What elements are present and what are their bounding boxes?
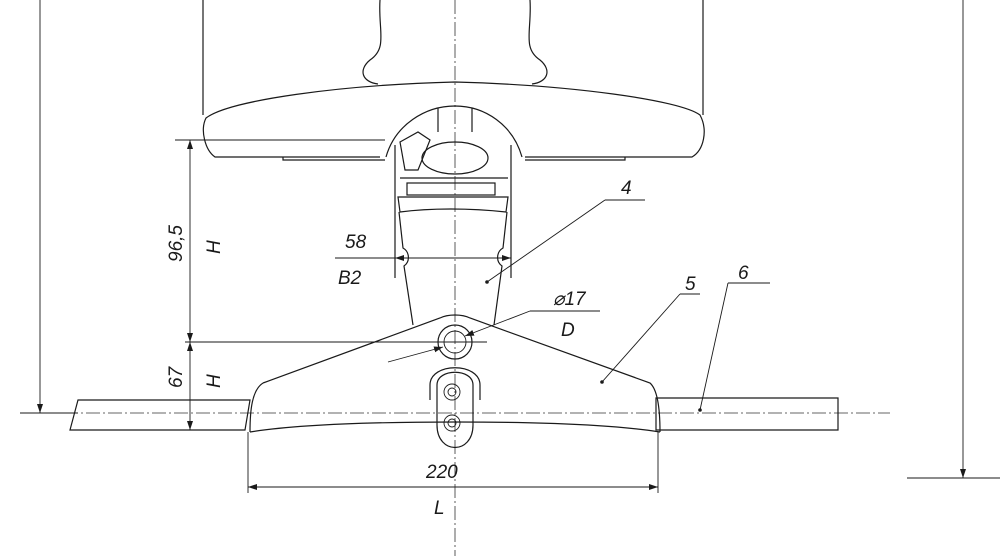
dimension-lines [20, 0, 1000, 493]
dim-base-length-symbol: L [434, 498, 445, 519]
dim-base-length-value: 220 [425, 462, 458, 483]
callout-4: 4 [621, 178, 632, 199]
callout-6: 6 [738, 263, 749, 284]
dim-hole-value: ⌀17 [553, 289, 587, 310]
dim-upper-height-symbol: H [204, 240, 225, 254]
dim-lower-height-value: 67 [166, 365, 187, 388]
dim-lower-height-symbol: H [204, 374, 225, 388]
insulator-shed [202, 0, 705, 161]
dim-neck-width-value: 58 [345, 232, 367, 253]
mounting-plate-left [69, 399, 251, 431]
dim-hole-symbol: D [561, 320, 575, 341]
cap-socket [385, 105, 523, 326]
dim-upper-height-value: 96,5 [166, 225, 187, 262]
callout-5: 5 [685, 274, 696, 295]
dim-neck-width-symbol: B2 [338, 268, 362, 289]
mounting-plate-right [655, 397, 839, 431]
